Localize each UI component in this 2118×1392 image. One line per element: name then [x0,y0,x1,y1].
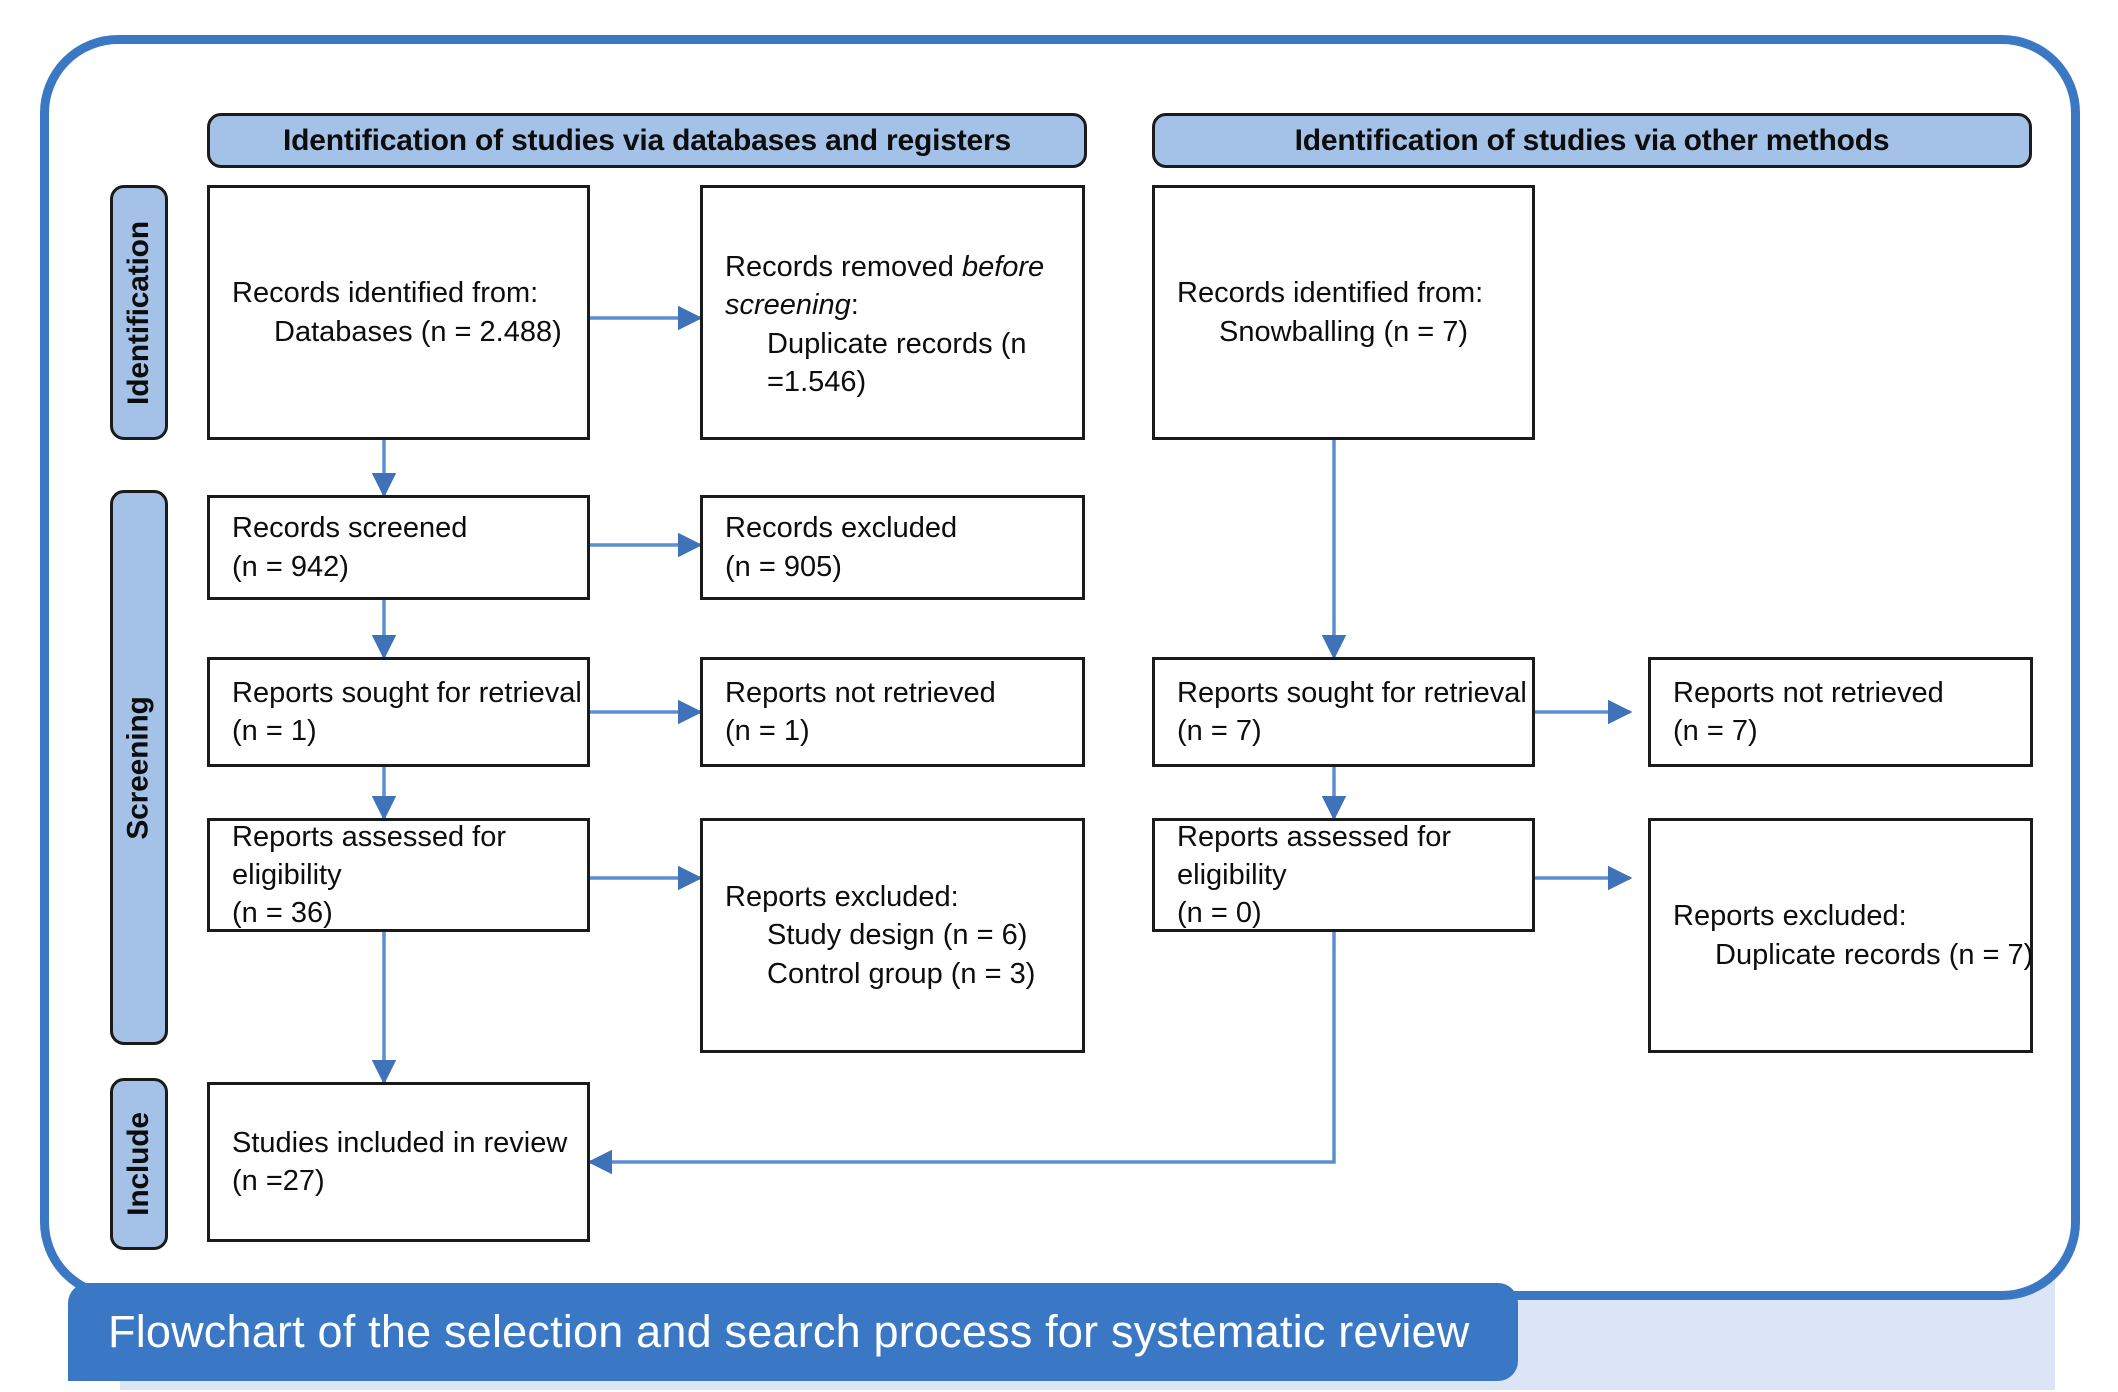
box-reports-sought-databases: Reports sought for retrieval (n = 1) [207,657,590,767]
stage-label-include-text: Include [122,1112,155,1216]
box-line: screening: [725,286,1060,324]
box-reports-excluded-other-methods: Reports excluded: Duplicate records (n =… [1648,818,2033,1053]
stage-label-include: Include [110,1078,168,1250]
box-line: (n = 0) [1177,897,1262,930]
box-line-text: Records removed [725,251,962,283]
box-line: (n =27) [232,1165,325,1197]
box-line: eligibility [232,858,342,891]
box-line: (n = 7) [1177,715,1262,747]
box-line-emphasis: before [961,251,1045,283]
box-line: Records screened [232,512,468,545]
box-line: Records removed before [725,248,1060,286]
box-line: Records identified from: [232,277,539,310]
box-reports-assessed-databases: Reports assessed for eligibility (n = 36… [207,818,590,932]
box-line: Records identified from: [1177,277,1484,310]
box-line: Reports excluded: [1673,900,1907,933]
box-records-excluded: Records excluded (n = 905) [700,495,1085,600]
box-line: =1.546) [767,365,867,398]
box-reports-not-retrieved-databases: Reports not retrieved (n = 1) [700,657,1085,767]
stage-label-screening-text: Screening [122,695,155,840]
column-header-databases: Identification of studies via databases … [207,113,1087,168]
box-line: (n = 905) [725,550,842,583]
caption-banner: Flowchart of the selection and search pr… [68,1283,1518,1381]
stage-label-identification: Identification [110,185,168,440]
box-records-removed-before-screening: Records removed before screening: Duplic… [700,185,1085,440]
stage-label-identification-text: Identification [122,220,155,405]
box-line: Reports not retrieved [725,676,996,709]
stage-label-screening: Screening [110,490,168,1045]
box-reports-sought-other-methods: Reports sought for retrieval (n = 7) [1152,657,1535,767]
box-records-screened: Records screened (n = 942) [207,495,590,600]
caption-text: Flowchart of the selection and search pr… [108,1306,1470,1357]
box-line: Reports excluded: [725,881,959,914]
box-line: (n = 942) [232,550,349,583]
box-line: eligibility [1177,858,1287,891]
box-line: Reports sought for retrieval [1177,676,1527,709]
box-records-identified-databases: Records identified from: Databases (n = … [207,185,590,440]
box-line-emphasis: screening [725,289,851,322]
box-line: Reports sought for retrieval [232,676,582,709]
box-line-text: : [850,289,859,322]
box-line: Reports assessed for [1177,820,1452,853]
box-reports-not-retrieved-other-methods: Reports not retrieved (n = 7) [1648,657,2033,767]
box-line: Databases (n = 2.488) [274,315,562,348]
column-header-other-methods: Identification of studies via other meth… [1152,113,2032,168]
box-studies-included-in-review: Studies included in review (n =27) [207,1082,590,1242]
box-records-identified-other-methods: Records identified from: Snowballing (n … [1152,185,1535,440]
box-line: (n = 7) [1673,715,1758,747]
box-reports-assessed-other-methods: Reports assessed for eligibility (n = 0) [1152,818,1535,932]
box-line: Duplicate records (n [767,327,1027,360]
box-line: (n = 1) [232,715,317,747]
box-line: Studies included in review [232,1126,568,1159]
box-line: Control group (n = 3) [767,957,1036,990]
box-line: (n = 1) [725,715,810,747]
box-line: Snowballing (n = 7) [1219,315,1469,348]
box-reports-excluded-databases: Reports excluded: Study design (n = 6) C… [700,818,1085,1053]
box-line: (n = 36) [232,897,333,930]
box-line: Records excluded [725,512,958,545]
box-line: Study design (n = 6) [767,919,1028,952]
box-line: Duplicate records (n = 7) [1715,938,2034,971]
box-line: Reports assessed for [232,820,507,853]
box-line: Reports not retrieved [1673,676,1944,709]
